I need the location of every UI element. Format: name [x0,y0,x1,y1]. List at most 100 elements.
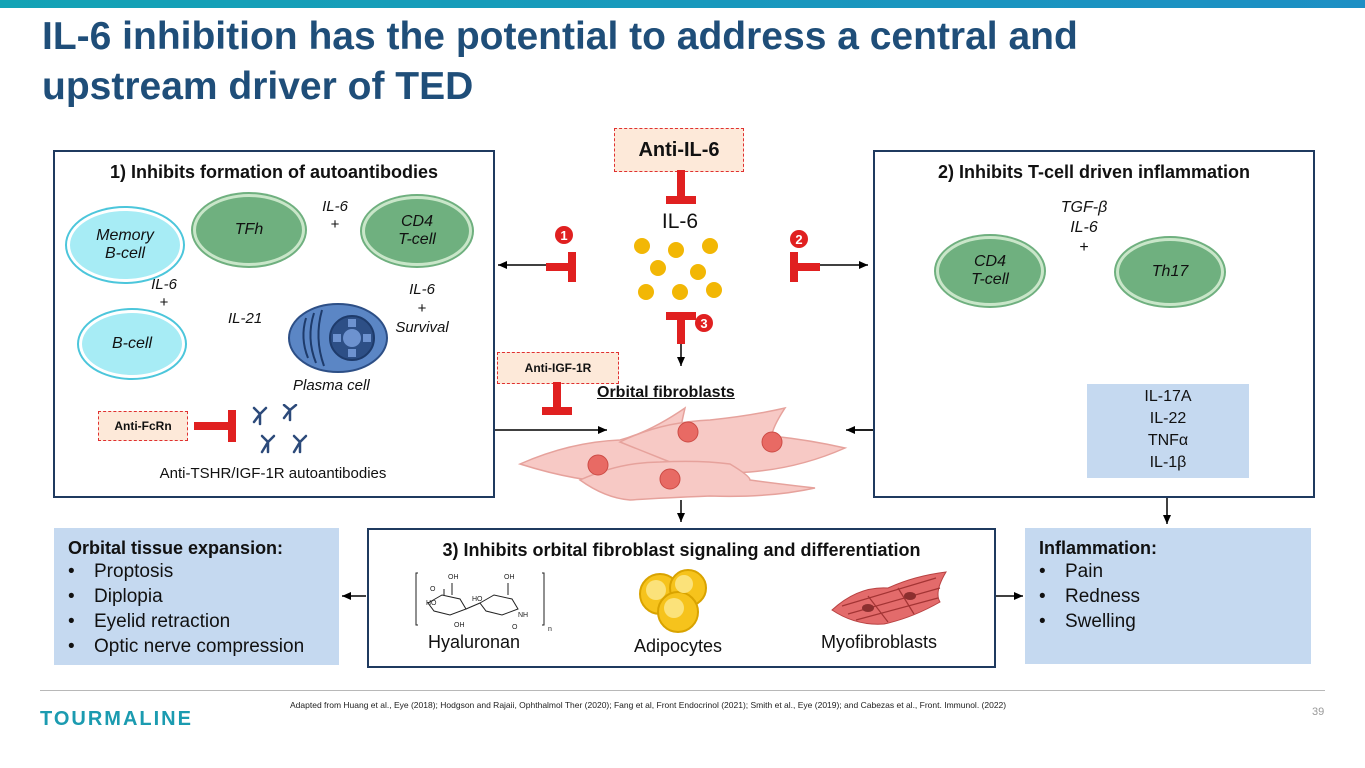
box2-heading: 2) Inhibits T-cell driven inflammation [937,162,1251,182]
il6-b-text: IL-6 [151,276,177,293]
il21-label: IL-21 [228,310,263,327]
reference-text: Adapted from Huang et al., Eye (2018); H… [290,700,1007,710]
badge-3: 3 [695,314,713,332]
chem-label: n [548,626,552,633]
chem-label: OH [504,574,515,581]
orbital-expansion-panel: Orbital tissue expansion: •Proptosis •Di… [54,528,339,665]
expansion-item-text: Eyelid retraction [94,611,231,632]
anti-il6-box: Anti-IL-6 [614,128,744,172]
list-item: •Redness [1039,586,1140,607]
tfh-oval: TFh [193,194,305,266]
box2-il6-text: IL-6 [1070,219,1098,236]
chem-label: HO [426,600,437,607]
il6-survival-line3: Survival [395,319,449,336]
inflammation-panel: Inflammation: •Pain •Redness •Swelling [1025,528,1311,664]
anti-igf1r-inhibitor-icon [542,382,572,415]
cd4-line2: T-cell [398,231,436,248]
myofibroblasts-label: Myofibroblasts [821,632,938,652]
anti-fcrn-inhibitor-icon [194,410,236,442]
il6-molecules-icon [634,238,722,300]
inflammation-item-text: Redness [1065,586,1140,607]
cytokine-item: IL-17A [1144,388,1192,405]
cd4-line1: CD4 [400,213,433,230]
th17-label: Th17 [1151,263,1189,280]
list-item: •Diplopia [68,586,163,607]
cytokine-item: TNFα [1147,432,1189,449]
badge-2: 2 [790,230,808,248]
box1-heading: 1) Inhibits formation of autoantibodies [110,162,438,182]
chem-label: OH [454,622,465,629]
plasma-cell-label: Plasma cell [293,377,370,394]
expansion-item-text: Proptosis [94,561,174,582]
tfh-label: TFh [234,221,264,238]
il6-center-label: IL-6 [661,210,699,233]
expansion-title: Orbital tissue expansion: [68,538,284,558]
adipocytes-icon [639,569,707,633]
footer-divider [40,690,1325,691]
inhibitor-3-icon [666,312,696,344]
il6-survival-line1: IL-6 [409,281,435,298]
myofibroblasts-icon [831,571,947,625]
anti-igf1r-box: Anti-IGF-1R [497,352,619,384]
list-item: •Swelling [1039,611,1136,632]
il6-survival-line2: + [417,300,427,317]
anti-il6-label: Anti-IL-6 [638,138,720,161]
cytokine-output-list: IL-17A IL-22 TNFα IL-1β [1087,384,1249,478]
cytokine-item: IL-22 [1149,410,1187,427]
box2-cd4-line1: CD4 [973,253,1006,270]
chem-label: NH [518,612,528,619]
th17-oval: Th17 [1116,238,1224,306]
box2-cd4-line2: T-cell [971,271,1009,288]
list-item: •Optic nerve compression [68,636,305,657]
adipocytes-label: Adipocytes [634,636,723,656]
inhibitor-2-icon [790,252,820,282]
orbital-fibroblasts-label: Orbital fibroblasts [597,384,735,401]
hyaluronan-label: Hyaluronan [428,632,521,652]
chem-label: HO [472,596,483,603]
bcell-oval: B-cell [79,310,185,378]
plasma-cell-icon [288,303,388,373]
list-item: •Proptosis [68,561,174,582]
hyaluronan-structure-icon: OH OH HO HO OH O NH O n [415,572,552,633]
chem-label: OH [448,574,459,581]
slide-title: IL-6 inhibition has the potential to add… [42,12,1242,112]
badge-1: 1 [555,226,573,244]
anti-fcrn-label: Anti-FcRn [114,419,172,433]
list-item: •Eyelid retraction [68,611,231,632]
cytokine-item: IL-1β [1149,454,1187,471]
expansion-item-text: Diplopia [94,586,163,607]
il6-survival-label: IL-6 + Survival [386,280,458,337]
plus-b-text: + [159,294,169,311]
anti-fcrn-box: Anti-FcRn [98,411,188,441]
inhibitor-1-icon [546,252,576,282]
box2-cytokine-label: TGF-β IL-6 + [1050,198,1118,258]
expansion-item-text: Optic nerve compression [94,636,305,657]
il6-plus-label-b: IL-6 + [146,276,182,312]
bcell-label: B-cell [111,335,152,352]
memory-bcell-line2: B-cell [104,245,145,262]
tgf-beta-text: TGF-β [1060,199,1108,216]
inflammation-title: Inflammation: [1039,538,1158,558]
box3-heading: 3) Inhibits orbital fibroblast signaling… [442,540,921,560]
antibody-icons [252,404,308,454]
anti-igf1r-label: Anti-IGF-1R [524,361,592,375]
page-number: 39 [1312,706,1325,718]
tourmaline-logo: TOURMALINE [40,708,193,730]
plus-a-text: + [330,216,340,233]
title-line-1: IL-6 inhibition has the potential to add… [42,15,1078,58]
top-accent-bar [0,0,1365,8]
il6-a-text: IL-6 [322,198,348,215]
memory-bcell-line1: Memory [96,227,154,244]
inflammation-item-text: Pain [1065,561,1104,582]
il6-plus-label-a: IL-6 + [315,198,355,234]
inflammation-item-text: Swelling [1065,611,1136,632]
title-line-2: upstream driver of TED [42,65,474,108]
orbital-fibroblasts-illustration [517,406,848,501]
chem-label: O [512,624,518,631]
list-item: •Pain [1039,561,1104,582]
chem-label: O [430,586,436,593]
anti-il6-inhibitor-icon [666,170,696,204]
